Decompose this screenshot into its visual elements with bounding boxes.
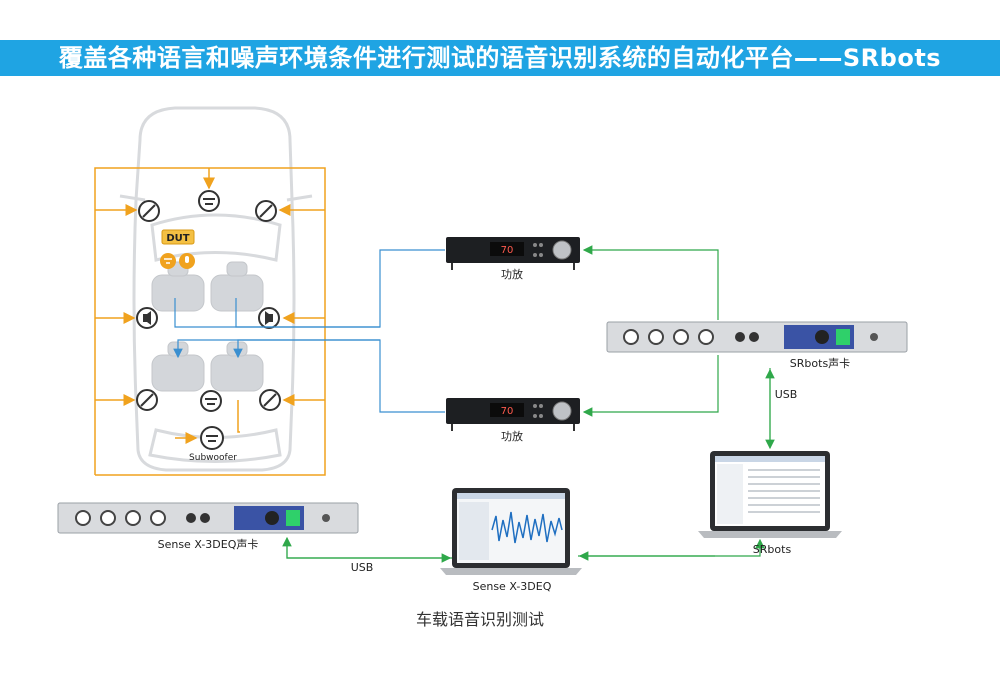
amplifier-top: 70 — [446, 237, 580, 270]
laptop-sense — [440, 488, 582, 575]
usb-left-label: USB — [351, 561, 374, 574]
laptop-srbots-label: SRbots — [753, 543, 792, 556]
speaker-front-left-icon — [138, 200, 160, 222]
dut-label: DUT — [166, 233, 189, 244]
speaker-front-right-icon — [255, 200, 277, 222]
amp-top-display: 70 — [501, 245, 514, 256]
diagram-caption: 车载语音识别测试 — [416, 610, 544, 629]
subwoofer-label: Subwoofer — [189, 453, 237, 463]
car-seats — [151, 261, 264, 392]
srbots-links — [282, 245, 775, 563]
amp-top-label: 功放 — [501, 267, 523, 281]
amp-bottom-volume-knob — [552, 401, 572, 421]
amp-bottom-label: 功放 — [501, 429, 523, 443]
speaker-wiring — [94, 167, 326, 476]
speaker-rear-right-icon — [259, 389, 281, 411]
speaker-icons — [136, 190, 281, 450]
dut-group: DUT — [160, 229, 195, 269]
laptop-sense-label: Sense X-3DEQ — [473, 580, 552, 593]
speaker-front-center-icon — [198, 190, 220, 212]
speaker-mid-left-icon — [136, 307, 158, 329]
speaker-mid-right-icon — [258, 307, 280, 329]
amp-to-car-wiring — [173, 249, 445, 413]
amp-bottom-display: 70 — [501, 406, 514, 417]
subwoofer-icon — [200, 426, 224, 450]
laptop-srbots — [698, 451, 842, 538]
speaker-rear-left-icon — [136, 389, 158, 411]
amp-top-volume-knob — [552, 240, 572, 260]
dut-speaker-icon — [160, 253, 176, 269]
usb-right-label: USB — [775, 388, 798, 401]
sense-card-label: Sense X-3DEQ声卡 — [158, 537, 259, 551]
amplifier-bottom: 70 — [446, 398, 580, 431]
srbots-sound-card — [606, 321, 908, 353]
sense-sound-card — [57, 502, 359, 534]
title-banner: 覆盖各种语言和噪声环境条件进行测试的语音识别系统的自动化平台——SRbots — [0, 40, 1000, 76]
srbots-card-label: SRbots声卡 — [790, 356, 850, 370]
speaker-rear-center-icon — [200, 390, 222, 412]
dut-tag — [161, 229, 195, 245]
